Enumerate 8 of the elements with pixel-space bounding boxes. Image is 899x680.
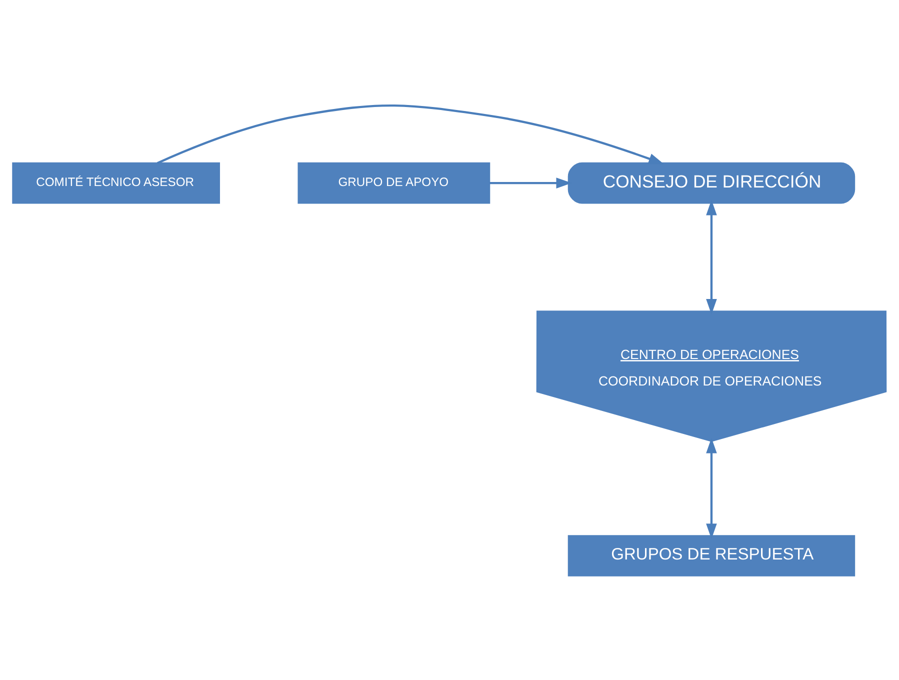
arrow <box>156 104 664 164</box>
arrow <box>489 177 572 188</box>
node-box: COMITÉ TÉCNICO ASESOR <box>12 162 220 204</box>
node-box: CONSEJO DE DIRECCIÓN <box>568 162 856 204</box>
node-box: GRUPO DE APOYO <box>298 162 490 204</box>
arrow <box>706 199 717 314</box>
node-box: GRUPOS DE RESPUESTA <box>568 534 856 576</box>
arrow <box>706 437 717 539</box>
